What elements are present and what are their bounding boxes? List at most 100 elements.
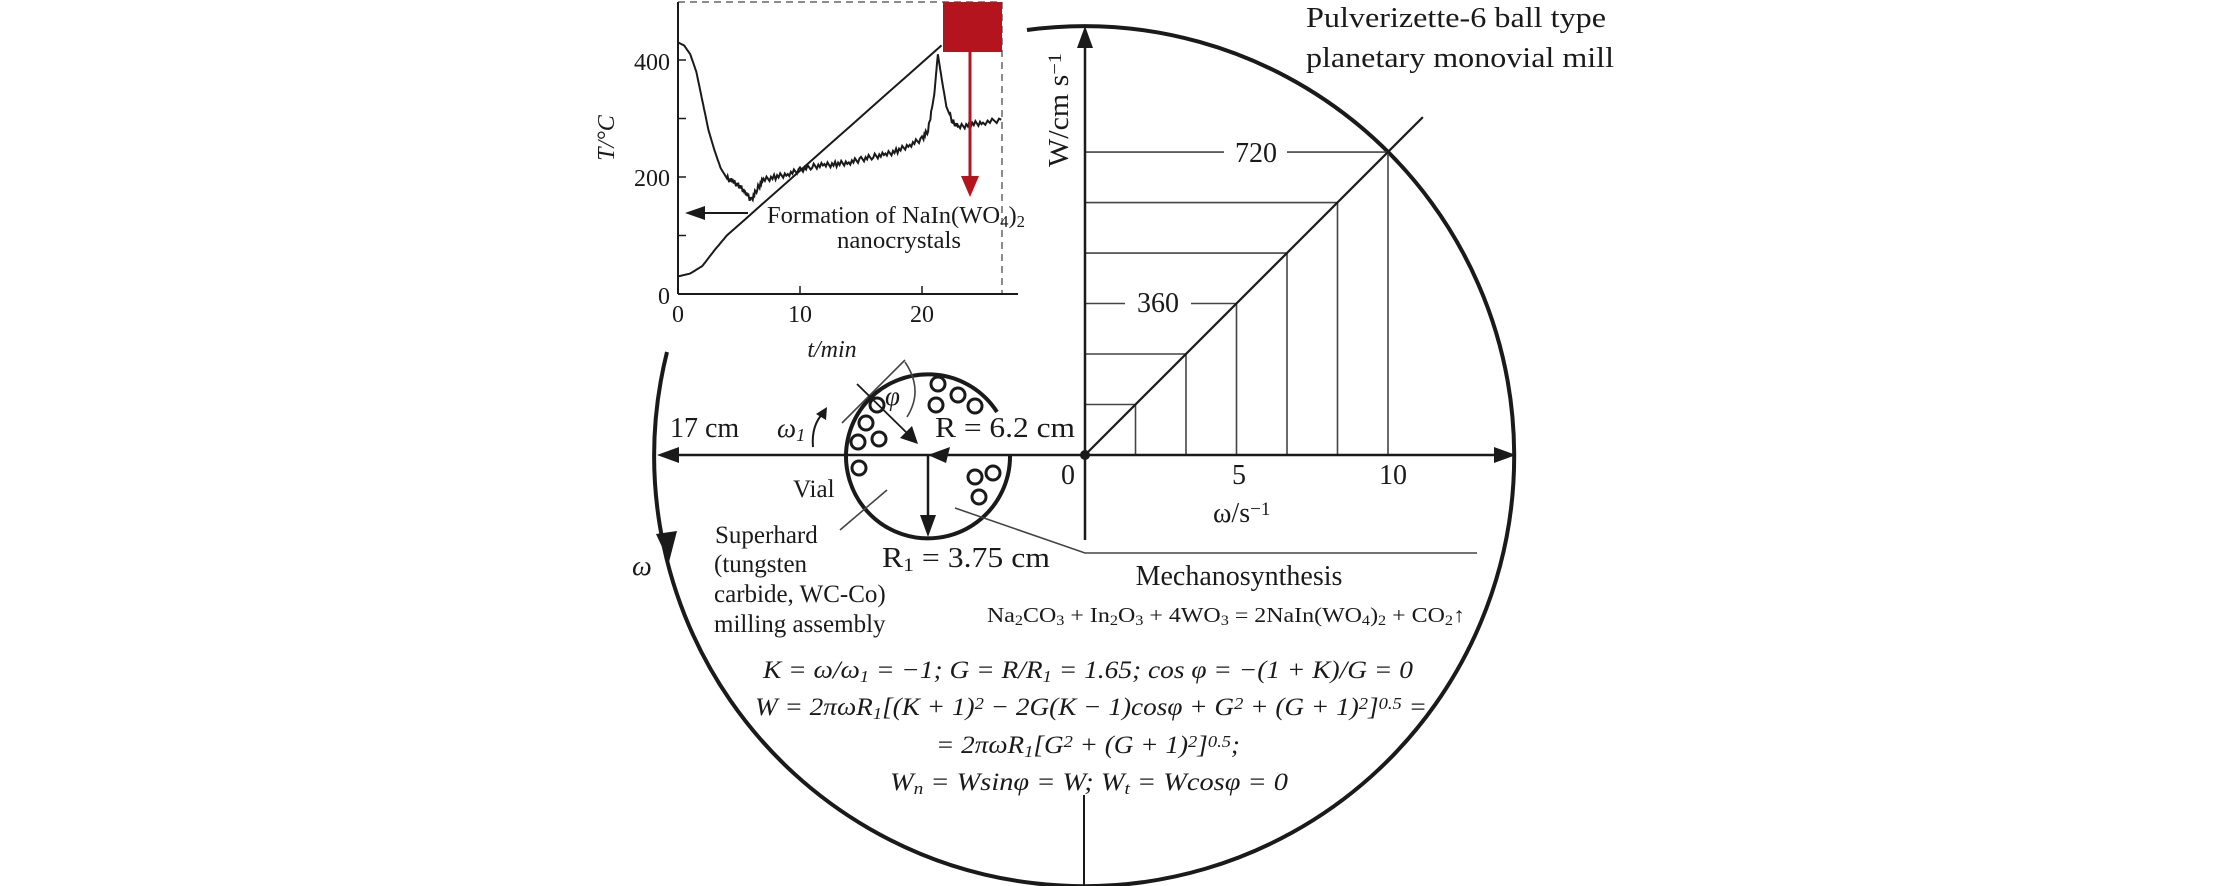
text-segment: + In — [1064, 603, 1110, 627]
text-segment: + CO — [1386, 603, 1445, 627]
subscript-text: 1 — [860, 667, 869, 686]
text-segment: ) — [1008, 203, 1016, 229]
radius-17cm-label: 17 cm — [670, 413, 739, 444]
text-segment: ] — [1367, 694, 1379, 721]
radius-R-label: R = 6.2 cm — [935, 413, 1075, 444]
inset-ylabel: T/°C — [594, 114, 620, 161]
text-segment: W = 2πωR — [755, 694, 873, 721]
label-720: 720 — [1235, 138, 1277, 169]
subscript-text: 3 — [1221, 613, 1229, 629]
label-360: 360 — [1137, 288, 1179, 319]
text-segment: = 1.65; cos φ = −(1 + K)/G = 0 — [1052, 657, 1414, 684]
inset-xtick-10: 10 — [788, 302, 812, 328]
subscript-text: 1 — [903, 555, 914, 576]
supscript-text: 2 — [975, 694, 985, 713]
text-segment: K = ω/ω — [762, 657, 860, 684]
subscript-text: n — [914, 779, 924, 798]
text-segment: + (G + 1) — [1243, 694, 1358, 721]
title-line1: Pulverizette-6 ball type — [1306, 3, 1606, 34]
milling-ball — [849, 433, 867, 451]
text-segment: Na — [987, 603, 1016, 627]
temperature-profile-b-line — [677, 44, 943, 278]
phi-label: φ — [885, 381, 900, 411]
inset-xlabel: t/min — [807, 337, 856, 363]
text-segment: ↑ — [1453, 603, 1465, 627]
text-segment: ) — [1370, 603, 1378, 627]
supscript-text: 2 — [1188, 732, 1198, 751]
omega1-arrow-icon — [816, 407, 827, 420]
supscript-text: 2 — [1064, 732, 1074, 751]
milling-ball — [949, 386, 967, 404]
text-segment: R — [882, 543, 904, 574]
text-segment: CO — [1023, 603, 1056, 627]
milling-ball — [927, 396, 945, 414]
subscript-text: 2 — [1378, 613, 1386, 629]
w-omega-line — [1084, 116, 1424, 456]
inset-xtick-0: 0 — [672, 302, 684, 328]
vial-circle — [844, 372, 1013, 541]
subscript-text: 1 — [1024, 742, 1033, 761]
origin-dot — [1080, 450, 1090, 460]
text-segment: W/cm s — [1044, 75, 1075, 167]
xtick-10: 10 — [1379, 460, 1407, 491]
tangent-line — [841, 359, 906, 424]
subscript-text: 1 — [873, 704, 882, 723]
assembly-label-3: carbide, WC-Co) — [714, 581, 886, 608]
assembly-label-2: (tungsten — [714, 551, 808, 578]
milling-ball — [850, 459, 868, 477]
text-segment: = −1; G = R/R — [869, 657, 1042, 684]
omega-label: ω — [632, 551, 652, 582]
vial-label: Vial — [793, 476, 835, 503]
inset-ytick-200: 200 — [634, 166, 670, 192]
supscript-text: −1 — [1045, 53, 1066, 75]
text-segment: O — [1118, 603, 1135, 627]
subscript-text: 4 — [1362, 613, 1370, 629]
milling-balls — [849, 375, 1002, 506]
mill-disk-circle — [652, 24, 1517, 886]
radius-17cm-arrow-icon — [657, 447, 679, 463]
text-segment: − 2G(K − 1)cosφ + G — [984, 694, 1234, 721]
milling-ball — [970, 488, 988, 506]
assembly-label-4: milling assembly — [714, 611, 886, 638]
subscript-text: 1 — [796, 425, 805, 445]
text-segment: Formation of NaIn(WO — [767, 203, 1000, 229]
w-omega-plot — [1084, 116, 1424, 456]
supscript-text: 0.5 — [1208, 732, 1231, 751]
text-segment: = — [1402, 694, 1427, 721]
milling-ball — [929, 375, 947, 393]
subscript-text: 4 — [1000, 212, 1008, 231]
mechanosynthesis-leader-line — [954, 507, 1477, 554]
subscript-text: t — [1125, 779, 1132, 798]
text-segment: ] — [1196, 732, 1208, 759]
text-segment: ω — [777, 413, 796, 443]
rotation-arrow-icon — [656, 531, 677, 562]
formation-arrow-icon — [685, 206, 705, 220]
text-segment: + (G + 1) — [1073, 732, 1188, 759]
text-segment: ω/s — [1213, 498, 1250, 529]
text-segment: = 2πωR — [936, 732, 1024, 759]
formation-label-2: nanocrystals — [837, 228, 961, 254]
text-segment: [(K + 1) — [882, 694, 975, 721]
milling-ball — [868, 396, 886, 414]
supscript-text: 2 — [1234, 694, 1244, 713]
radial-arrow-icon — [900, 426, 918, 444]
text-segment: ; — [1231, 732, 1240, 759]
subscript-text: 2 — [1015, 613, 1023, 629]
inset-xtick-20: 20 — [910, 302, 934, 328]
milling-ball — [984, 464, 1002, 482]
assembly-leader-line — [839, 489, 888, 531]
w-axis-arrow-icon — [1077, 26, 1093, 48]
text-segment: = Wsinφ = W; W — [923, 769, 1127, 796]
subscript-text: 2 — [1017, 212, 1025, 231]
mechanosynthesis-heading: Mechanosynthesis — [1136, 561, 1343, 592]
milling-ball — [966, 468, 984, 486]
text-segment: = Wcosφ = 0 — [1130, 769, 1289, 796]
radial-line — [856, 383, 911, 437]
